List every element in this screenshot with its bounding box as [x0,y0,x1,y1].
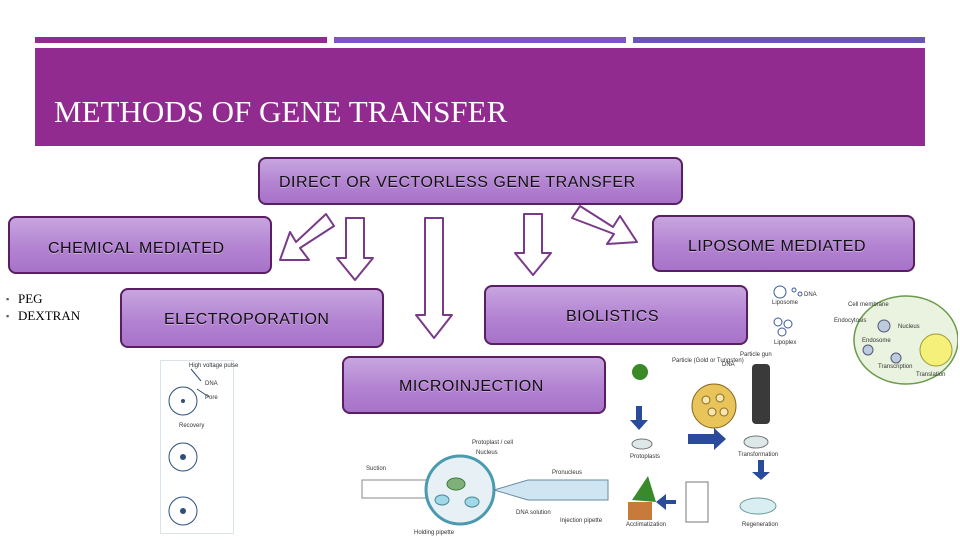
page-title: METHODS OF GENE TRANSFER [54,94,508,129]
accent-bar-right [633,37,925,43]
chemical-list: ▪PEG ▪DEXTRAN [6,290,80,324]
node-root: DIRECT OR VECTORLESS GENE TRANSFER [258,157,683,205]
liposome-illustration: Liposome DNA Lipoplex Endocytosis Cell m… [766,278,959,388]
node-electroporation: ELECTROPORATION [120,288,384,348]
biolistics-illustration: Particle (Gold or Tungsten) DNA Particle… [622,350,790,532]
arrow-to-chemical [279,213,335,261]
electroporation-illustration: High voltage pulse DNA Pore Recovery [160,360,238,534]
arrow-to-electroporation [336,217,374,281]
title-banner [35,48,925,146]
arrow-to-microinjection [415,217,453,339]
microinjection-illustration: Protoplast / cell Nucleus Suction Pronuc… [356,436,612,540]
node-biolistics: BIOLISTICS [484,285,748,345]
list-item: ▪PEG [6,290,43,306]
node-liposome-mediated: LIPOSOME MEDIATED [652,215,915,272]
accent-bar-left [35,37,327,43]
arrow-to-biolistics [514,213,552,276]
arrow-to-liposome [571,205,638,245]
list-item: ▪DEXTRAN [6,307,81,323]
node-chemical-mediated: CHEMICAL MEDIATED [8,216,272,274]
accent-bar-middle [334,37,626,43]
node-microinjection: MICROINJECTION [342,356,606,414]
